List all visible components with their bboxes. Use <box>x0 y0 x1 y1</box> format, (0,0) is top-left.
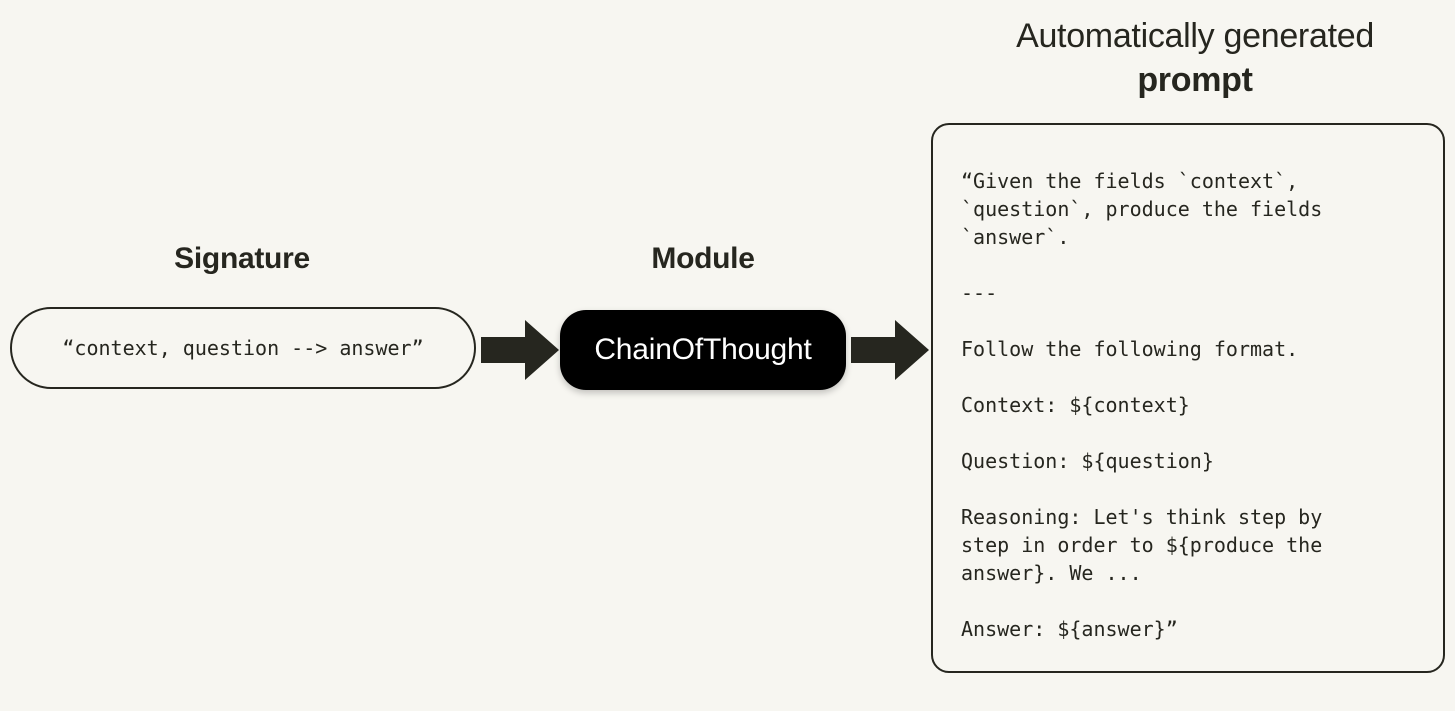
prompt-panel-text: “Given the fields `context`, `question`,… <box>961 169 1323 641</box>
prompt-panel-heading-line2: prompt <box>1137 61 1253 99</box>
arrow-right-icon <box>481 318 559 387</box>
signature-box-text: “context, question --> answer” <box>62 336 424 360</box>
signature-box: “context, question --> answer” <box>10 307 476 389</box>
prompt-panel-heading-line1: Automatically generated <box>1016 17 1374 55</box>
prompt-panel-heading: Automatically generated prompt <box>945 14 1445 102</box>
module-box-text: ChainOfThought <box>594 333 812 366</box>
module-box: ChainOfThought <box>560 310 846 390</box>
module-label: Module <box>651 242 755 275</box>
prompt-panel: “Given the fields `context`, `question`,… <box>931 123 1445 673</box>
arrow-right-icon <box>851 318 929 387</box>
signature-label: Signature <box>174 242 310 275</box>
